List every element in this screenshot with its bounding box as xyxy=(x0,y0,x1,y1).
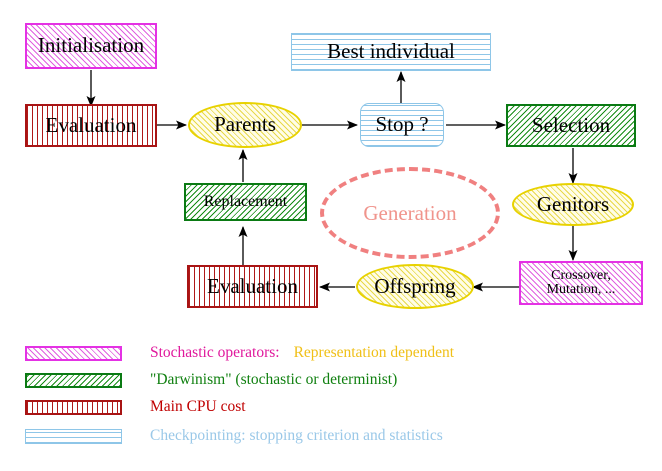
node-generation: Generation xyxy=(320,167,500,259)
legend-label-checkpointing: Checkpointing: stopping criterion and st… xyxy=(150,427,443,444)
node-evaluation-bottom[interactable]: Evaluation xyxy=(187,265,318,308)
node-best-individual[interactable]: Best individual xyxy=(291,33,491,71)
node-evaluation-top-label: Evaluation xyxy=(45,112,137,137)
legend-swatch-red-vertical xyxy=(25,399,122,415)
legend-row-stochastic: Stochastic operators: Representation dep… xyxy=(25,342,454,364)
node-parents[interactable]: Parents xyxy=(188,102,302,148)
node-replacement-label: Replacement xyxy=(203,192,288,210)
node-initialisation-label: Initialisation xyxy=(37,33,145,58)
node-crossover-label-line1: Crossover, xyxy=(551,267,611,283)
node-replacement[interactable]: Replacement xyxy=(184,183,307,221)
node-evaluation-top[interactable]: Evaluation xyxy=(25,104,157,147)
legend-swatch-magenta-hatch xyxy=(25,345,122,361)
legend-swatch-blue-horizontal xyxy=(25,428,122,444)
node-generation-label: Generation xyxy=(363,200,457,225)
node-genitors-label: Genitors xyxy=(536,191,610,216)
legend-label-darwinism: "Darwinism" (stochastic or determinist) xyxy=(150,371,398,388)
legend-row-cpu-cost: Main CPU cost xyxy=(25,396,246,418)
node-selection[interactable]: Selection xyxy=(506,104,636,147)
node-genitors[interactable]: Genitors xyxy=(512,183,634,226)
node-crossover-label-line2: Mutation, ... xyxy=(546,282,616,297)
node-stop-label: Stop ? xyxy=(375,112,429,137)
legend-swatch-green-hatch xyxy=(25,372,122,388)
node-offspring[interactable]: Offspring xyxy=(356,264,474,309)
node-evaluation-bottom-label: Evaluation xyxy=(207,273,298,298)
legend-label-main-cpu-cost: Main CPU cost xyxy=(150,398,246,415)
legend-row-darwinism: "Darwinism" (stochastic or determinist) xyxy=(25,369,397,391)
node-selection-label: Selection xyxy=(531,112,611,137)
node-initialisation[interactable]: Initialisation xyxy=(25,23,157,69)
node-stop[interactable]: Stop ? xyxy=(360,103,444,147)
legend: Stochastic operators: Representation dep… xyxy=(0,336,662,461)
legend-label-representation-dependent: Representation dependent xyxy=(293,344,455,361)
node-offspring-label: Offspring xyxy=(374,273,456,298)
node-parents-label: Parents xyxy=(214,112,276,137)
legend-label-stochastic-operators: Stochastic operators: xyxy=(150,344,280,361)
legend-row-checkpointing: Checkpointing: stopping criterion and st… xyxy=(25,425,443,447)
node-best-individual-label: Best individual xyxy=(327,39,455,64)
node-crossover-mutation[interactable]: Crossover, Mutation, ... xyxy=(519,261,643,305)
